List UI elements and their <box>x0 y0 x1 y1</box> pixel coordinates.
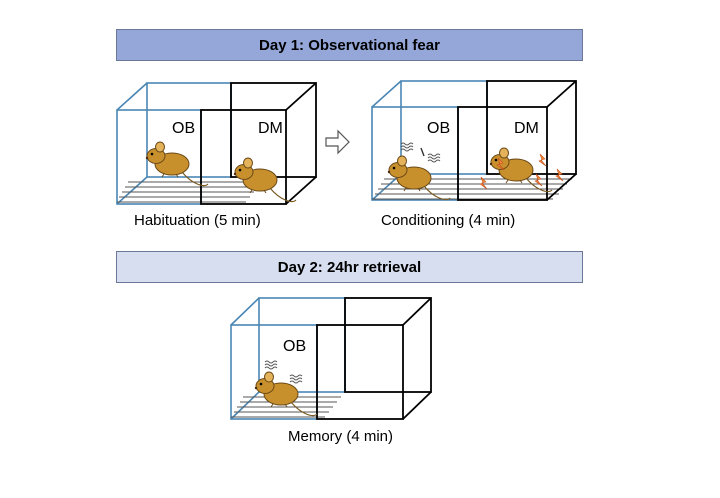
observer-mouse-icon <box>254 371 318 417</box>
day1-banner: Day 1: Observational fear <box>116 29 583 61</box>
demonstrator-chamber <box>200 82 317 205</box>
empty-chamber <box>316 297 432 420</box>
habituation-ob-label: OB <box>172 120 195 137</box>
floor-grid <box>117 181 262 203</box>
habituation-panel: OB DM <box>116 82 317 205</box>
memory-caption: Memory (4 min) <box>288 428 394 445</box>
observer-chamber <box>116 82 232 205</box>
day2-banner: Day 2: 24hr retrieval <box>116 251 583 283</box>
day1-title: Day 1: Observational fear <box>259 36 440 54</box>
conditioning-panel: OB DM <box>371 80 577 201</box>
observer-mouse-icon <box>145 141 209 187</box>
demonstrator-mouse-icon <box>489 147 553 193</box>
conditioning-caption: Conditioning (4 min) <box>381 212 516 229</box>
demonstrator-chamber <box>457 80 577 201</box>
day2-title: Day 2: 24hr retrieval <box>277 258 422 276</box>
memory-panel: OB <box>230 297 432 420</box>
conditioning-ob-label: OB <box>427 120 450 137</box>
conditioning-dm-label: DM <box>514 120 539 137</box>
memory-ob-label: OB <box>283 338 306 355</box>
arrow-right-icon <box>325 129 350 155</box>
observer-mouse-icon <box>387 155 451 201</box>
habituation-dm-label: DM <box>258 120 283 137</box>
habituation-caption: Habituation (5 min) <box>134 212 261 229</box>
distress-icon <box>400 142 441 163</box>
